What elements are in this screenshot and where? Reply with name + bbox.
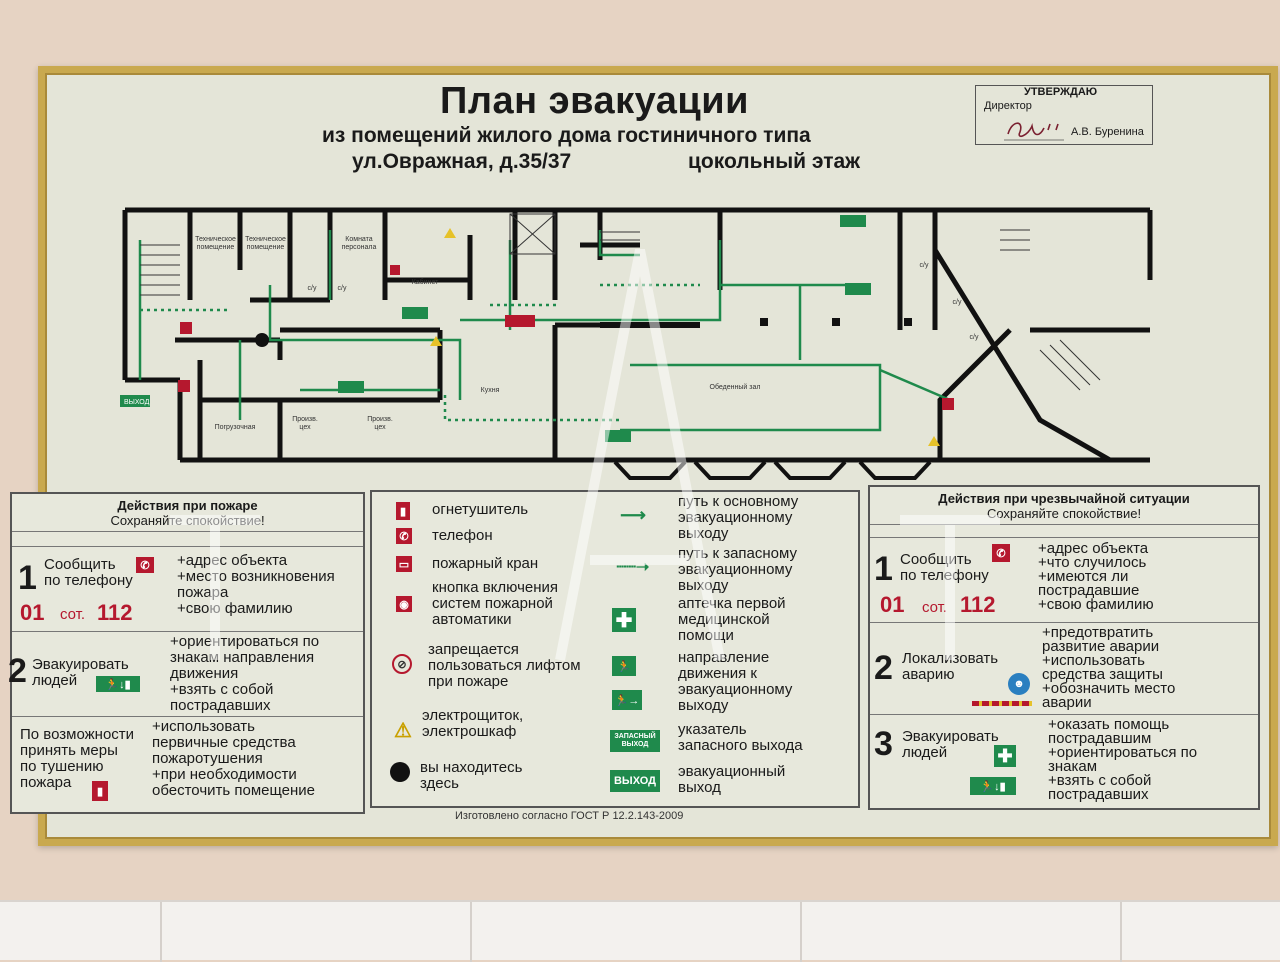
exit-direction-sign bbox=[338, 381, 364, 393]
room-label: Комната персонала bbox=[341, 236, 377, 251]
protective-gear-icon: ☻ bbox=[1008, 673, 1030, 695]
exit-direction-sign bbox=[402, 307, 428, 319]
room-label: Техническое помещение bbox=[245, 236, 286, 251]
phone-icon bbox=[390, 265, 400, 275]
room-label: с/у bbox=[969, 334, 979, 341]
approval-stamp: УТВЕРЖДАЮ Директор А.В. Буренина bbox=[975, 85, 1153, 145]
room-label: Кабинет bbox=[411, 279, 439, 286]
alarm-button-icon bbox=[180, 322, 192, 334]
alarm-button-icon bbox=[942, 398, 954, 410]
fire-hose-icon bbox=[505, 315, 535, 327]
electrical-panel-icon bbox=[430, 336, 442, 346]
spare-path-arrow-icon: ┈┈➝ bbox=[616, 559, 650, 576]
no-elevator-icon: ⊘ bbox=[392, 654, 412, 674]
signature bbox=[1004, 122, 1064, 141]
exit-person-icon: 🏃 bbox=[612, 656, 636, 676]
room-label: Произв. цех bbox=[367, 416, 393, 431]
step1-label: Сообщить по телефону bbox=[44, 556, 133, 589]
exit-direction-sign bbox=[845, 283, 871, 295]
room-label: с/у bbox=[919, 262, 929, 269]
plan-address: ул.Овражная, д.35/37 bbox=[352, 150, 572, 173]
exit-direction-sign bbox=[605, 430, 631, 442]
room-label: Кухня bbox=[480, 387, 500, 394]
you-are-here-icon bbox=[390, 762, 410, 782]
you-are-here-marker bbox=[255, 333, 269, 347]
exit-direction-icon: 🏃→ bbox=[612, 690, 642, 710]
approval-role: Директор bbox=[984, 100, 1032, 112]
room-label: с/у bbox=[337, 285, 347, 292]
spare-evacuation-path bbox=[140, 283, 700, 422]
phone-icon: ✆ bbox=[992, 544, 1010, 562]
bay-windows bbox=[613, 460, 932, 480]
exit-sign-label: ВЫХОД bbox=[124, 399, 150, 406]
main-path-arrow-icon: ⟶ bbox=[620, 504, 646, 525]
fire-actions-calm: Сохраняйте спокойствие! bbox=[110, 513, 265, 528]
extinguisher-icon: ▮ bbox=[396, 502, 410, 520]
alarm-button-icon: ◉ bbox=[396, 596, 412, 612]
elevator-shaft bbox=[509, 213, 556, 255]
alarm-button-icon bbox=[178, 380, 190, 392]
room-label: Обеденный зал bbox=[709, 384, 761, 391]
spare-exit-sign: ЗАПАСНЫЙ ВЫХОД bbox=[610, 730, 660, 752]
phone-icon: ✆ bbox=[136, 557, 154, 573]
plan-floor: цокольный этаж bbox=[688, 150, 861, 173]
plan-title: План эвакуации bbox=[440, 80, 749, 122]
exit-sign bbox=[120, 395, 150, 407]
legend-panel: ▮ огнетушитель ✆ телефон ▭ пожарный кран… bbox=[370, 490, 860, 808]
fire-actions-title: Действия при пожаре bbox=[117, 498, 258, 513]
room-label: Техническое помещение bbox=[195, 236, 236, 251]
exit-direction-sign bbox=[840, 215, 866, 227]
exit-direction-icon: 🏃↓▮ bbox=[970, 777, 1016, 795]
room-label: Погрузочная bbox=[214, 424, 256, 431]
extinguisher-icon: ▮ bbox=[92, 781, 108, 801]
electrical-panel-icon bbox=[928, 436, 940, 446]
wall-tiles bbox=[0, 900, 1280, 962]
electrical-panel-icon: ⚠ bbox=[394, 719, 412, 742]
footer-standard: Изготовлено согласно ГОСТ Р 12.2.143-200… bbox=[455, 810, 684, 822]
stairs bbox=[140, 229, 1101, 391]
phone-icon: ✆ bbox=[396, 528, 412, 544]
emergency-actions-calm: Сохраняйте спокойствие! bbox=[986, 506, 1142, 521]
exit-direction-icon: 🏃↓▮ bbox=[96, 676, 140, 692]
approval-name: А.В. Буренина bbox=[1071, 126, 1144, 138]
first-aid-icon: ✚ bbox=[994, 745, 1016, 767]
fire-hose-icon: ▭ bbox=[396, 556, 412, 572]
hazard-tape-icon bbox=[972, 701, 1032, 706]
room-label: с/у bbox=[952, 299, 962, 306]
room-label: с/у bbox=[307, 285, 317, 292]
exit-sign: ВЫХОД bbox=[610, 770, 660, 792]
first-aid-icon: ✚ bbox=[612, 608, 636, 632]
plan-subtitle: из помещений жилого дома гостиничного ти… bbox=[322, 124, 811, 147]
room-label: Произв. цех bbox=[292, 416, 318, 431]
approval-heading: УТВЕРЖДАЮ bbox=[1024, 86, 1098, 98]
emergency-actions-title: Действия при чрезвычайной ситуации bbox=[938, 491, 1190, 506]
electrical-panel-icon bbox=[444, 228, 456, 238]
